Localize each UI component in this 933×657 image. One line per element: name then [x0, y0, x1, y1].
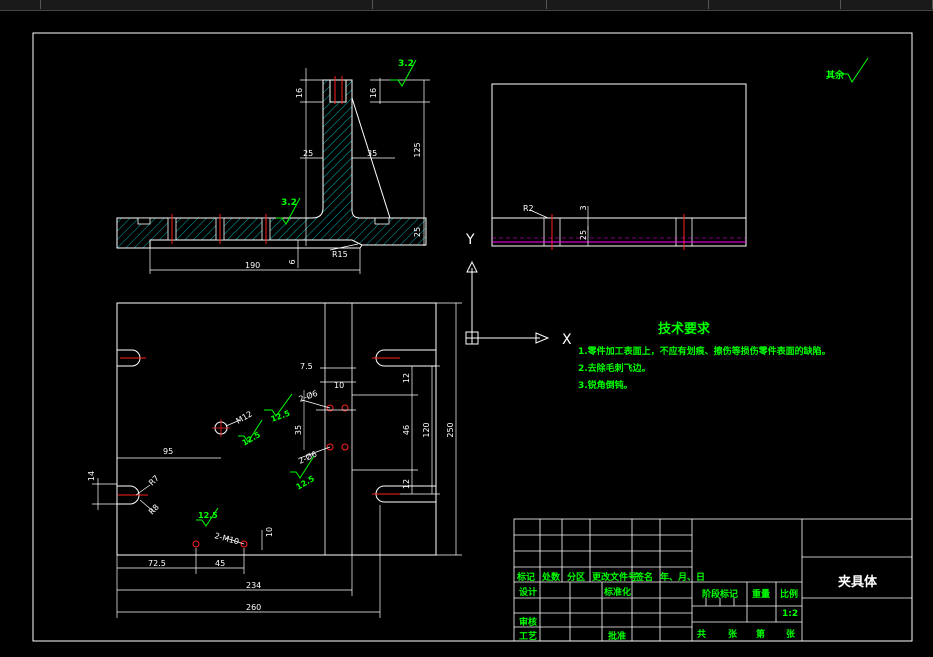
tb-part-name: 夹具体 [838, 575, 878, 590]
ucs-icon [465, 260, 550, 345]
dim-14: 14 [87, 471, 96, 481]
plan-view: 7.5 10 12 46 120 250 12 35 95 14 R7 R8 1… [87, 57, 869, 618]
axis-x-label: X [562, 332, 572, 348]
tb-sheet-unit: 张 [728, 630, 738, 640]
tb-sheet-unit2: 张 [786, 630, 796, 640]
tb-sheet-total: 共 [697, 630, 707, 640]
tech-req-line-1: 1.零件加工表面上，不应有划痕、擦伤等损伤零件表面的缺陷。 [578, 347, 831, 357]
tb-process: 工艺 [519, 632, 538, 642]
dim-10-bot: 10 [265, 527, 274, 537]
roughness-12-5-d: 12.5 [198, 511, 218, 520]
section-hatch [116, 79, 427, 249]
side-view-right: R2 3 25 [491, 83, 747, 250]
hole-callout-2-r6-b: 2-Ø6 [297, 449, 319, 466]
tb-standardize: 标准化 [604, 588, 632, 598]
dim-190: 190 [245, 261, 260, 270]
dim-3: 3 [579, 205, 588, 210]
tb-scale-value: 1:2 [782, 609, 799, 619]
dim-95: 95 [163, 447, 173, 456]
dim-r2: R2 [523, 204, 534, 213]
dim-r8: R8 [147, 503, 161, 517]
axis-y-label: Y [465, 232, 475, 248]
dim-260: 260 [246, 603, 261, 612]
title-block-grid [513, 518, 913, 642]
hole-callout-m12: M12 [235, 409, 254, 425]
dim-35: 35 [367, 149, 377, 158]
tb-sheet-num: 第 [756, 630, 766, 640]
roughness-rest: 其余 [826, 69, 845, 81]
dim-250: 250 [446, 422, 455, 437]
dim-7-5: 7.5 [300, 362, 313, 371]
tb-sign: 签名 [635, 573, 654, 583]
roughness-3-2-mid: 3.2 [281, 198, 297, 208]
dim-16-left: 16 [295, 88, 304, 98]
dim-r15: R15 [332, 250, 348, 259]
dim-120: 120 [422, 422, 431, 437]
dim-45: 45 [215, 559, 225, 568]
tb-review: 审核 [519, 618, 538, 628]
tech-req-line-2: 2.去除毛刺飞边。 [578, 364, 651, 374]
hole-callout-2-m10: 2-M10 [213, 531, 240, 546]
dim-234: 234 [246, 581, 261, 590]
tb-mark: 标记 [517, 573, 536, 583]
dim-12-bot: 12 [402, 479, 411, 489]
tb-date: 年、月、日 [660, 573, 706, 583]
dim-16-right: 16 [369, 88, 378, 98]
roughness-12-5-b: 12.5 [241, 430, 263, 448]
dim-10-top: 10 [334, 381, 344, 390]
dim-25-left: 25 [303, 149, 313, 158]
dim-72-5: 72.5 [148, 559, 166, 568]
section-view-top: 16 16 25 35 125 25 6 190 R15 3.2 3.2 [116, 59, 430, 274]
tb-scale: 比例 [780, 590, 799, 600]
roughness-12-5-c: 12.5 [295, 474, 317, 492]
dim-25-side: 25 [579, 230, 588, 240]
drawing-frame [32, 32, 913, 642]
dim-46: 46 [402, 425, 411, 435]
dim-125: 125 [413, 142, 422, 157]
roughness-3-2-top: 3.2 [398, 59, 414, 69]
tb-count: 处数 [542, 573, 561, 583]
tb-change-doc: 更改文件号 [592, 573, 638, 583]
dim-25-right: 25 [413, 227, 422, 237]
dim-12-top: 12 [402, 373, 411, 383]
tb-zone: 分区 [567, 573, 586, 583]
tb-weight: 重量 [752, 590, 771, 600]
tb-design: 设计 [519, 588, 538, 598]
tech-req-line-3: 3.锐角倒钝。 [578, 381, 633, 391]
tb-approve: 批准 [608, 632, 627, 642]
dim-6: 6 [288, 259, 297, 264]
tb-stage-mark: 阶段标记 [702, 590, 739, 600]
tech-requirements-title: 技术要求 [658, 322, 711, 337]
dim-35-plan: 35 [294, 425, 303, 435]
